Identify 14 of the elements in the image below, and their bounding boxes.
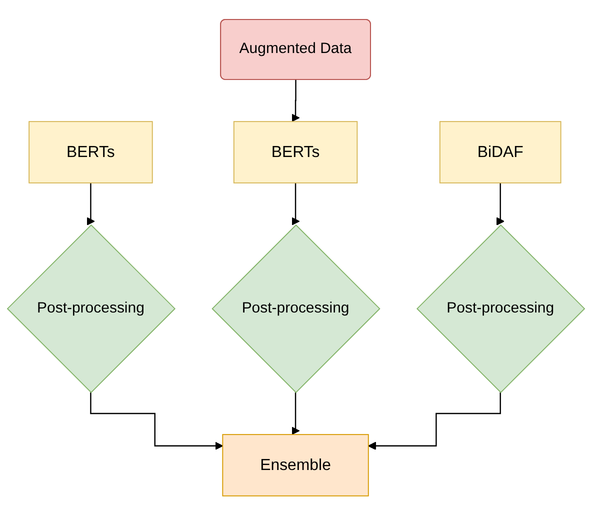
node-box: Ensemble <box>222 434 369 496</box>
arrow <box>496 182 504 226</box>
arrow <box>90 392 224 450</box>
node-diamond: Post-processing <box>416 224 586 393</box>
arrow <box>86 182 95 226</box>
node-box: BiDAF <box>439 120 562 184</box>
arrow <box>368 392 501 450</box>
arrow <box>291 79 300 122</box>
arrow <box>291 392 300 435</box>
node-box: BERTs <box>233 120 358 184</box>
node-diamond: Post-processing <box>212 224 380 393</box>
arrow <box>291 182 300 226</box>
node-box: BERTs <box>28 120 153 184</box>
node-diamond: Post-processing <box>6 224 176 393</box>
